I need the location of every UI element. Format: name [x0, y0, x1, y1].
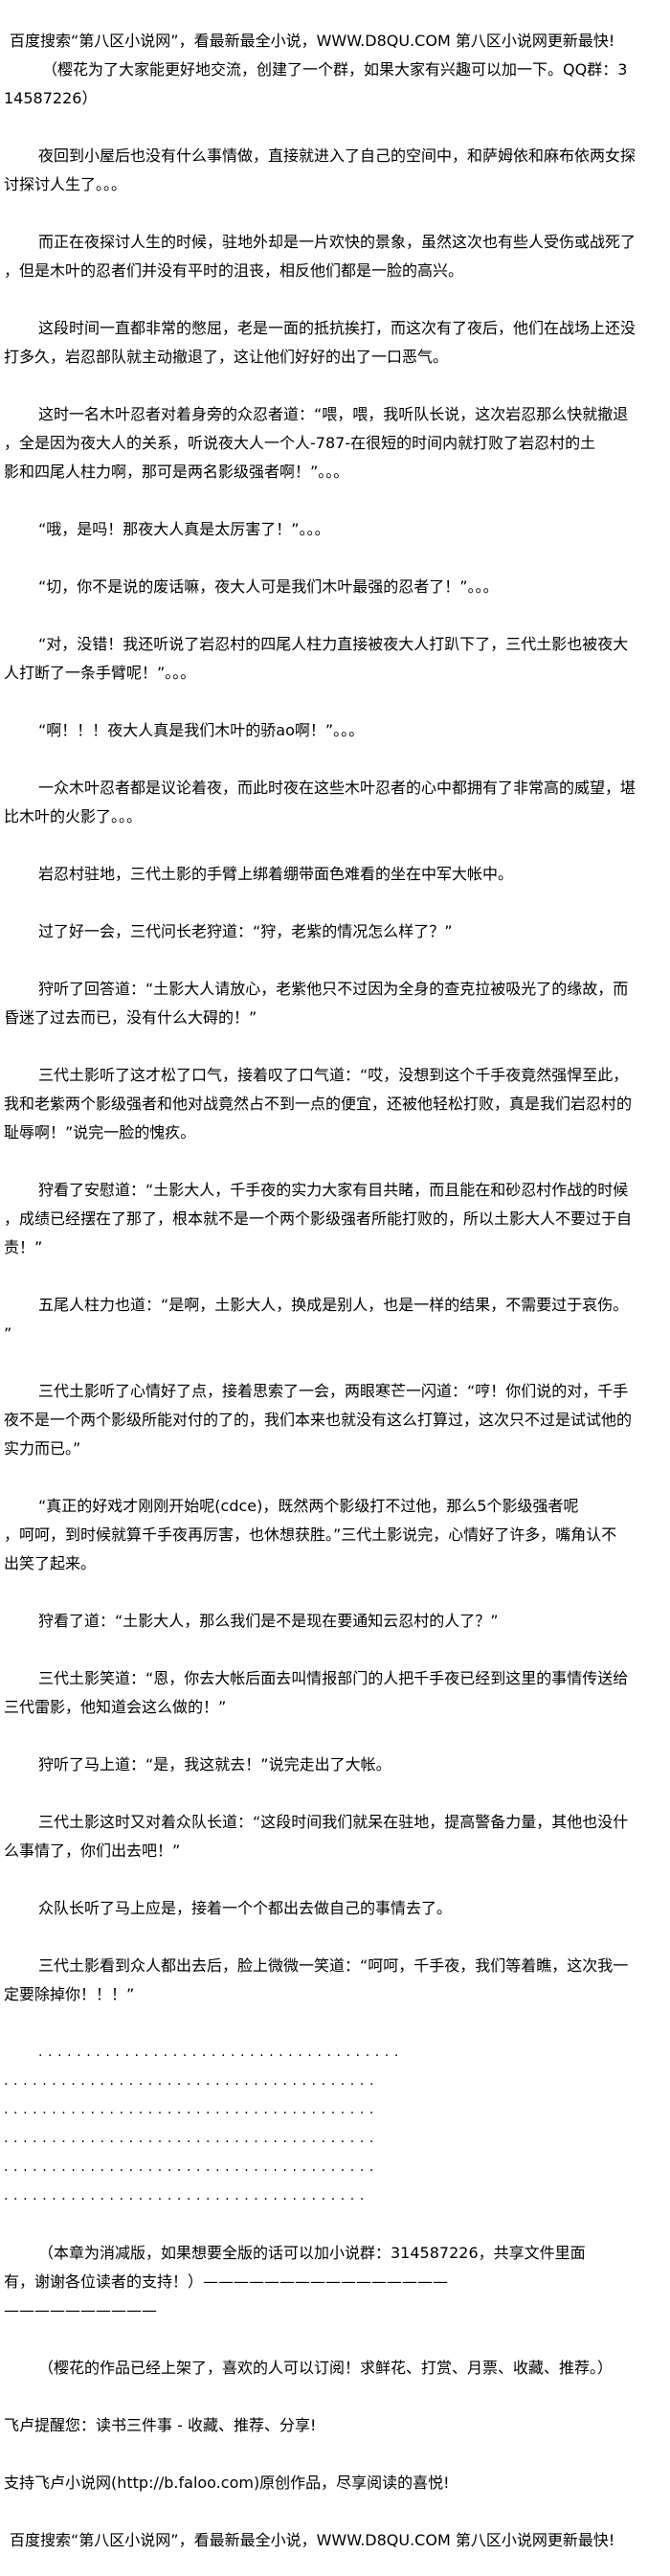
- paragraph: “切，你不是说的废话嘛，夜大人可是我们木叶最强的忍者了！”。。。: [4, 573, 670, 601]
- paragraph-line: “对，没错！我还听说了岩忍村的四尾人柱力直接被夜大人打趴下了，三代土影也被夜大: [38, 635, 629, 653]
- chapter-body: 夜回到小屋后也没有什么事情做，直接就进入了自己的空间中，和萨姆依和麻布依两女探讨…: [4, 142, 670, 2497]
- paragraph-line: 这段时间一直都非常的憋屈，老是一面的抵抗挨打，而这次有了夜后，他们在战场上还没: [38, 319, 636, 337]
- paragraph-line: 影和四尾人柱力啊，那可是两名影级强者啊！”。。。: [4, 463, 349, 481]
- site-ad-line: 百度搜索“第八区小说网”，看最新最全小说，WWW.D8QU.COM 第八区小说网…: [10, 2531, 615, 2549]
- paragraph-line: 这时一名木叶忍者对着身旁的众忍者道：“喂，喂，我听队长说，这次岩忍那么快就撤退: [38, 405, 629, 423]
- paragraph: 三代土影看到众人都出去后，脸上微微一笑道：“呵呵，千手夜，我们等着瞧，这次我一定…: [4, 1952, 670, 2009]
- paragraph-line: .......................................: [4, 2102, 379, 2117]
- paragraph: 狩听了马上道：“是，我这就去！”说完走出了大帐。: [4, 1751, 670, 1779]
- paragraph-line: “切，你不是说的废话嘛，夜大人可是我们木叶最强的忍者了！”。。。: [38, 577, 499, 596]
- paragraph-line: 实力而已。”: [4, 1439, 81, 1457]
- paragraph-line: 三代土影看到众人都出去后，脸上微微一笑道：“呵呵，千手夜，我们等着瞧，这次我一: [38, 1956, 629, 1975]
- paragraph: 三代土影听了这才松了口气，接着叹了口气道：“哎，没想到这个千手夜竟然强悍至此， 我…: [4, 1061, 670, 1147]
- paragraph-line: 狩看了安慰道：“土影大人，千手夜的实力大家有目共睹，而且能在和砂忍村作战的时候: [38, 1181, 629, 1199]
- paragraph-line: 责！”: [4, 1238, 43, 1256]
- paragraph: 五尾人柱力也道：“是啊，土影大人，换成是别人，也是一样的结果，不需要过于哀伤。 ”: [4, 1291, 670, 1348]
- paragraph: 一众木叶忍者都是议论着夜，而此时夜在这些木叶忍者的心中都拥有了非常高的威望，堪比…: [4, 774, 670, 831]
- qq-group-notice: （樱花为了大家能更好地交流，创建了一个群，如果大家有兴趣可以加一下。QQ群：3: [42, 60, 628, 79]
- paragraph-line: 耻辱啊！”说完一脸的愧疚。: [4, 1123, 196, 1141]
- paragraph: 这段时间一直都非常的憋屈，老是一面的抵抗挨打，而这次有了夜后，他们在战场上还没打…: [4, 314, 670, 372]
- paragraph: 过了好一会，三代问长老狩道：“狩，老紫的情况怎么样了？”: [4, 917, 670, 946]
- paragraph-line: 人打断了一条手臂呢！”。。。: [4, 664, 196, 682]
- paragraph-line: “啊！！！夜大人真是我们木叶的骄ao啊！”。。。: [38, 721, 365, 739]
- paragraph-line: 讨探讨人生了。。。: [4, 175, 127, 193]
- paragraph: （本章为消减版，如果想要全版的话可以加小说群：314587226，共享文件里面有…: [4, 2239, 670, 2325]
- paragraph: 支持飞卢小说网(http://b.faloo.com)原创作品，尽享阅读的喜悦!: [4, 2469, 670, 2497]
- paragraph-line: 我和老紫两个影级强者和他对战竟然占不到一点的便宜，还被他轻松打败，真是我们岩忍村…: [4, 1095, 633, 1113]
- paragraph-line: 比木叶的火影了。。。: [4, 807, 143, 825]
- paragraph-line: 狩听了回答道：“土影大人请放心，老紫他只不过因为全身的查克拉被吸光了的缘故，而: [38, 980, 629, 998]
- paragraph-line: 而正在夜探讨人生的时候，驻地外却是一片欢快的景象，虽然这次也有些人受伤或战死了: [38, 233, 636, 251]
- paragraph-line: 夜回到小屋后也没有什么事情做，直接就进入了自己的空间中，和萨姆依和麻布依两女探: [38, 147, 636, 165]
- paragraph: “哦，是吗！那夜大人真是太厉害了！”。。。: [4, 515, 670, 544]
- paragraph-line: （本章为消减版，如果想要全版的话可以加小说群：314587226，共享文件里面: [38, 2244, 586, 2262]
- paragraph-line: ——————————: [4, 2301, 157, 2319]
- paragraph-line: 岩忍村驻地，三代土影的手臂上绑着绷带面色难看的坐在中军大帐中。: [38, 865, 514, 883]
- paragraph-line: 一众木叶忍者都是议论着夜，而此时夜在这些木叶忍者的心中都拥有了非常高的威望，堪: [38, 779, 636, 797]
- paragraph-line: .......................................: [4, 2159, 379, 2175]
- paragraph-line: ......................................: [38, 2045, 404, 2060]
- paragraph: “对，没错！我还听说了岩忍村的四尾人柱力直接被夜大人打趴下了，三代土影也被夜大人…: [4, 630, 670, 688]
- paragraph-line: 三代雷影，他知道会这么做的！”: [4, 1698, 227, 1716]
- paragraph: （樱花的作品已经上架了，喜欢的人可以订阅！求鲜花、打赏、月票、收藏、推荐。）: [4, 2354, 670, 2383]
- paragraph: 飞卢提醒您：读书三件事 - 收藏、推荐、分享!: [4, 2411, 670, 2440]
- paragraph: 众队长听了马上应是，接着一个个都出去做自己的事情去了。: [4, 1894, 670, 1923]
- paragraph-line: 昏迷了过去而已，没有什么大碍的！”: [4, 1008, 257, 1027]
- paragraph-line: “真正的好戏才刚刚开始呢(cdce)，既然两个影级打不过他，那么5个影级强者呢: [38, 1497, 579, 1515]
- paragraph: 夜回到小屋后也没有什么事情做，直接就进入了自己的空间中，和萨姆依和麻布依两女探讨…: [4, 142, 670, 199]
- paragraph-line: .......................................: [4, 2131, 379, 2146]
- paragraph-line: 有，谢谢各位读者的支持！）————————————————: [4, 2272, 449, 2291]
- paragraph: 三代土影听了心情好了点，接着思索了一会，两眼寒芒一闪道：“哼！你们说的对，千手夜…: [4, 1377, 670, 1463]
- paragraph: 三代土影笑道：“恩，你去大帐后面去叫情报部门的人把千手夜已经到这里的事情传送给三…: [4, 1664, 670, 1722]
- site-header-notice: 百度搜索“第八区小说网”，看最新最全小说，WWW.D8QU.COM 第八区小说网…: [4, 27, 670, 113]
- paragraph-line: （樱花的作品已经上架了，喜欢的人可以订阅！求鲜花、打赏、月票、收藏、推荐。）: [38, 2359, 614, 2377]
- paragraph-line: ，但是木叶的忍者们并没有平时的沮丧，相反他们都是一脸的高兴。: [4, 261, 464, 280]
- paragraph: 狩看了道：“土影大人，那么我们是不是现在要通知云忍村的人了？”: [4, 1607, 670, 1636]
- paragraph-line: 狩听了马上道：“是，我这就去！”说完走出了大帐。: [38, 1755, 391, 1774]
- paragraph-line: ，成绩已经摆在了那了，根本就不是一个两个影级强者所能打败的，所以土影大人不要过于…: [4, 1209, 633, 1228]
- site-footer-notice: 百度搜索“第八区小说网”，看最新最全小说，WWW.D8QU.COM 第八区小说网…: [4, 2526, 670, 2555]
- paragraph: “真正的好戏才刚刚开始呢(cdce)，既然两个影级打不过他，那么5个影级强者呢 ，…: [4, 1492, 670, 1578]
- paragraph-line: 出笑了起来。: [4, 1554, 97, 1572]
- paragraph: 这时一名木叶忍者对着身旁的众忍者道：“喂，喂，我听队长说，这次岩忍那么快就撤退 ，…: [4, 400, 670, 486]
- paragraph-line: 么事情了，你们出去吧！”: [4, 1842, 181, 1860]
- paragraph: 而正在夜探讨人生的时候，驻地外却是一片欢快的景象，虽然这次也有些人受伤或战死了 ，…: [4, 228, 670, 285]
- paragraph: “啊！！！夜大人真是我们木叶的骄ao啊！”。。。: [4, 716, 670, 745]
- paragraph-line: 众队长听了马上应是，接着一个个都出去做自己的事情去了。: [38, 1899, 453, 1917]
- paragraph: 狩看了安慰道：“土影大人，千手夜的实力大家有目共睹，而且能在和砂忍村作战的时候 ，…: [4, 1176, 670, 1262]
- paragraph-line: 狩看了道：“土影大人，那么我们是不是现在要通知云忍村的人了？”: [38, 1612, 499, 1630]
- paragraph-line: ，呵呵，到时候就算千手夜再厉害，也休想获胜。”三代土影说完，心情好了许多，嘴角认…: [4, 1525, 617, 1544]
- paragraph-line: ，全是因为夜大人的关系，听说夜大人一个人-787-在很短的时间内就打败了岩忍村的…: [4, 434, 596, 452]
- paragraph-line: 打多久，岩忍部队就主动撤退了，这让他们好好的出了一口恶气。: [4, 348, 449, 366]
- paragraph-line: 定要除掉你！！！”: [4, 1985, 135, 2003]
- paragraph: 岩忍村驻地，三代土影的手臂上绑着绷带面色难看的坐在中军大帐中。: [4, 860, 670, 889]
- paragraph-line: 过了好一会，三代问长老狩道：“狩，老紫的情况怎么样了？”: [38, 922, 453, 940]
- paragraph-line: 飞卢提醒您：读书三件事 - 收藏、推荐、分享!: [4, 2416, 317, 2434]
- site-ad-line: 百度搜索“第八区小说网”，看最新最全小说，WWW.D8QU.COM 第八区小说网…: [10, 32, 615, 50]
- paragraph-line: 夜不是一个两个影级所能对付的了的，我们本来也就没有这么打算过，这次只不过是试试他…: [4, 1411, 633, 1429]
- paragraph-line: 三代土影听了心情好了点，接着思索了一会，两眼寒芒一闪道：“哼！你们说的对，千手: [38, 1382, 629, 1400]
- paragraph-line: 三代土影笑道：“恩，你去大帐后面去叫情报部门的人把千手夜已经到这里的事情传送给: [38, 1669, 629, 1687]
- paragraph-line: ”: [4, 1324, 12, 1343]
- paragraph-line: 支持飞卢小说网(http://b.faloo.com)原创作品，尽享阅读的喜悦!: [4, 2474, 450, 2492]
- qq-group-notice-cont: 14587226）: [4, 89, 98, 107]
- ellipsis-divider: ........................................…: [4, 2038, 670, 2210]
- paragraph-line: 三代土影听了这才松了口气，接着叹了口气道：“哎，没想到这个千手夜竟然强悍至此，: [38, 1066, 629, 1084]
- paragraph-line: 五尾人柱力也道：“是啊，土影大人，换成是别人，也是一样的结果，不需要过于哀伤。: [38, 1296, 629, 1314]
- paragraph-line: .......................................: [4, 2073, 379, 2089]
- paragraph-line: ......................................: [4, 2188, 369, 2203]
- paragraph: 三代土影这时又对着众队长道：“这段时间我们就呆在驻地，提高警备力量，其他也没什么…: [4, 1808, 670, 1865]
- paragraph-line: “哦，是吗！那夜大人真是太厉害了！”。。。: [38, 520, 330, 538]
- paragraph-line: 三代土影这时又对着众队长道：“这段时间我们就呆在驻地，提高警备力量，其他也没什: [38, 1813, 629, 1831]
- paragraph: 狩听了回答道：“土影大人请放心，老紫他只不过因为全身的查克拉被吸光了的缘故，而昏…: [4, 975, 670, 1032]
